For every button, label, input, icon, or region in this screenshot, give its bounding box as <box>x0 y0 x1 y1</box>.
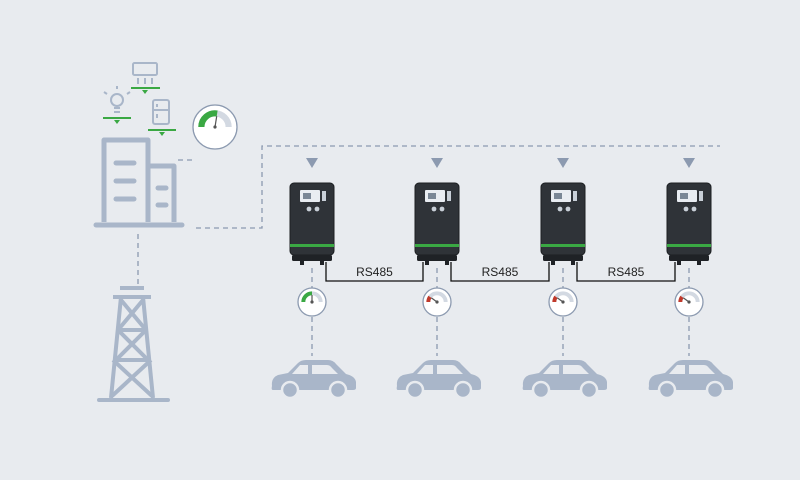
cars <box>271 360 733 400</box>
charger-meter-gauge <box>674 287 704 317</box>
ev-charger-icon <box>414 158 460 288</box>
charger-led-strip <box>541 244 585 247</box>
car-icon <box>271 360 356 400</box>
refrigerator-icon <box>148 99 176 136</box>
car-icon <box>396 360 481 400</box>
transmission-tower-icon <box>97 286 170 402</box>
rs485-label: RS485 <box>482 265 519 279</box>
gauge-fill <box>426 295 432 303</box>
drop-arrow-icon <box>557 158 569 168</box>
drop-arrow-icon <box>431 158 443 168</box>
rs485-cable <box>325 262 424 282</box>
rs485-label: RS485 <box>608 265 645 279</box>
car-icon <box>648 360 733 400</box>
gauge-fill <box>198 110 218 128</box>
building-energy-meter-gauge <box>192 104 238 150</box>
charger-led-strip <box>667 244 711 247</box>
air-conditioner-icon <box>131 62 160 94</box>
building-meter-gauge <box>192 104 238 150</box>
rs485-cable <box>450 262 550 282</box>
charger-meter-gauge <box>548 287 578 317</box>
connection-lines <box>137 145 720 284</box>
car-icon <box>522 360 607 400</box>
drop-arrow-icon <box>306 158 318 168</box>
rs485-label: RS485 <box>356 265 393 279</box>
rs485-link: RS485 <box>450 262 550 282</box>
chargers <box>289 158 712 288</box>
gauge-fill <box>678 295 684 303</box>
drop-arrow-icon <box>683 158 695 168</box>
rs485-link: RS485 <box>576 262 676 282</box>
gauge-needle <box>214 116 218 128</box>
charger-meter-gauge <box>297 287 327 317</box>
ev-charger-icon <box>289 158 335 288</box>
office-building-icon <box>93 137 185 228</box>
rs485-links: RS485 RS485 RS485 <box>325 262 676 282</box>
rs485-cable <box>576 262 676 282</box>
gauge-fill <box>552 295 558 303</box>
charger-led-strip <box>290 244 334 247</box>
gauge-fill <box>301 291 313 303</box>
ev-charger-icon <box>540 158 586 288</box>
charger-led-strip <box>415 244 459 247</box>
charger-meters <box>297 287 704 356</box>
ev-charger-icon <box>666 158 712 288</box>
light-bulb-icon <box>103 86 131 124</box>
rs485-link: RS485 <box>325 262 424 282</box>
charger-meter-gauge <box>422 287 452 317</box>
